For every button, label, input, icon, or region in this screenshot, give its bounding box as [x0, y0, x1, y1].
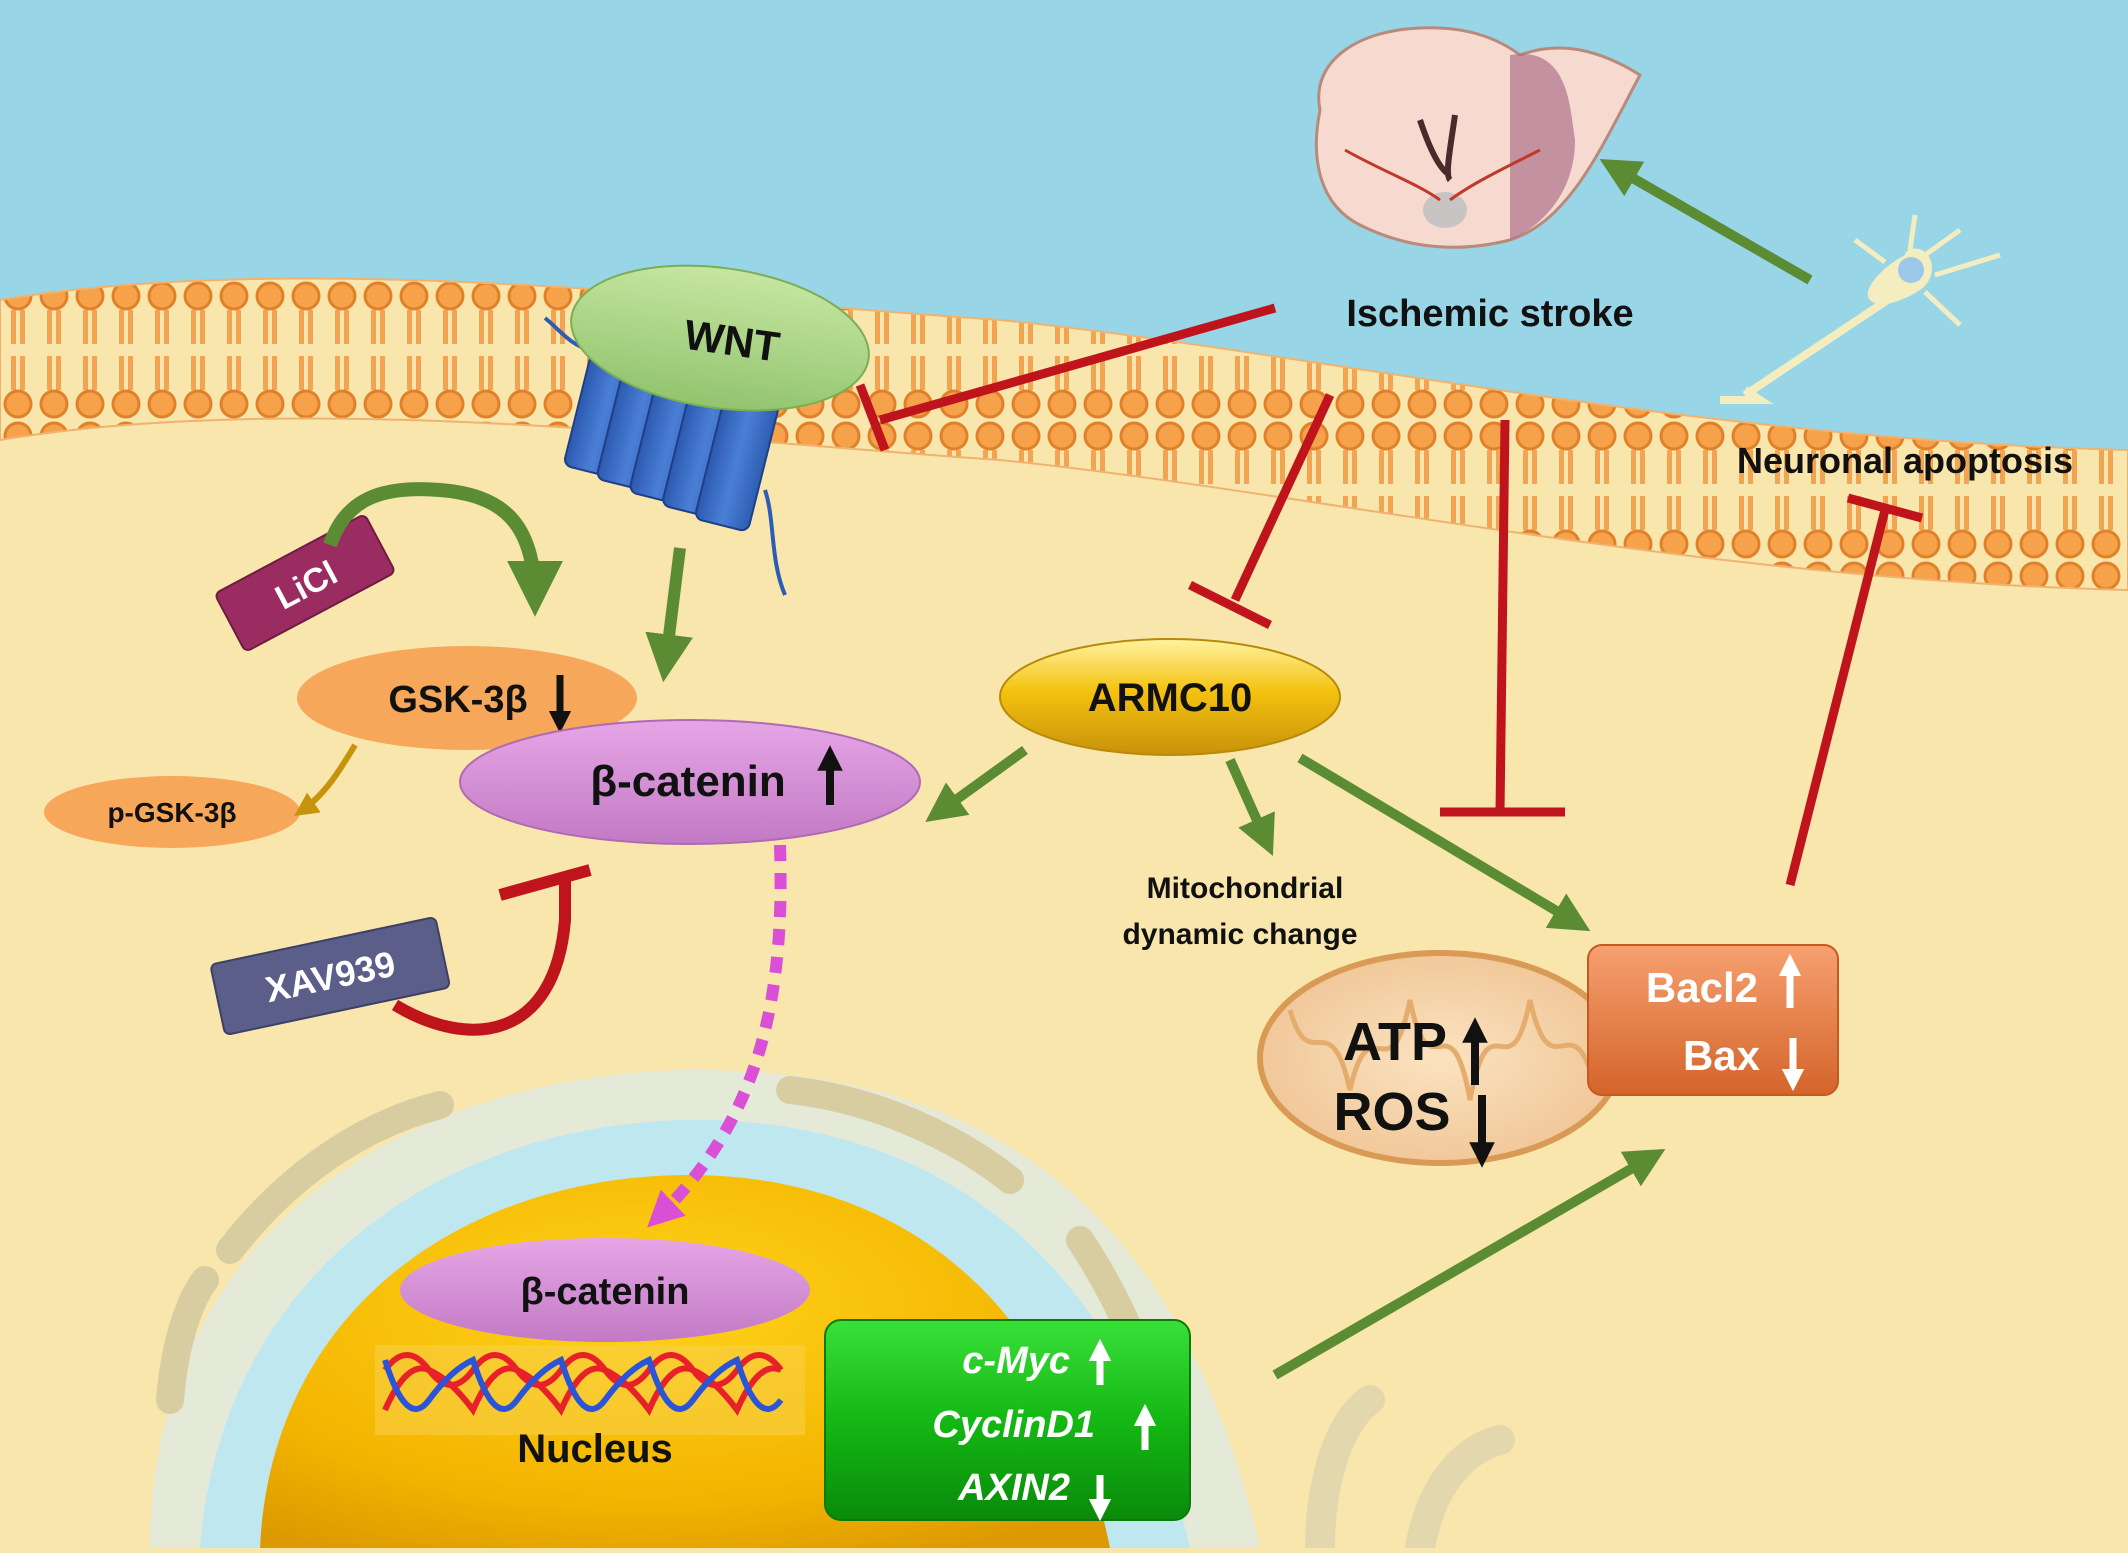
bax-label: Bax: [1683, 1032, 1761, 1079]
gsk3b-label: GSK-3β: [388, 679, 527, 721]
mito-change-label-line2: dynamic change: [1122, 918, 1357, 951]
beta-catenin-cyto-label: β-catenin: [590, 757, 786, 806]
cyclind1-label: CyclinD1: [932, 1404, 1095, 1446]
target-genes-box: c-Myc CyclinD1 AXIN2: [824, 1319, 1191, 1522]
cmyc-label: c-Myc: [962, 1340, 1070, 1382]
armc10-label: ARMC10: [1088, 676, 1252, 720]
p-gsk3b-label: p-GSK-3β: [107, 797, 236, 828]
apoptosis-to-stroke-arrow: [1599, 159, 1813, 285]
apoptosis-proteins-box: Bacl2 Bax: [1587, 944, 1839, 1096]
armc10-to-beta-catenin-arrow: [925, 745, 1028, 823]
beta-catenin-nucleus-label: β-catenin: [521, 1271, 690, 1313]
genes-to-apoptosis-arrow: [1272, 1148, 1666, 1380]
bacl2-inhibits-apoptosis-bar: [1846, 493, 1924, 523]
dna-helix-icon: [375, 1345, 805, 1435]
xav939-inhibition-line: [391, 880, 571, 1036]
gsk3b-node: GSK-3β: [297, 646, 637, 750]
neuron-icon: [1720, 214, 2001, 404]
armc10-to-mito-arrow: [1225, 757, 1275, 856]
licl-node: LiCl: [215, 515, 395, 651]
wnt-node: WNT: [570, 264, 870, 412]
brain-icon: [1314, 26, 1642, 249]
axin2-label: AXIN2: [957, 1467, 1070, 1509]
stroke-inhibits-mito-line: [1495, 419, 1510, 813]
beta-catenin-nucleus-node: β-catenin: [400, 1238, 810, 1342]
ischemic-stroke-label: Ischemic stroke: [1346, 293, 1633, 335]
nuclear-translocation-arrow: [647, 844, 787, 1228]
armc10-to-apoptosis-arrow: [1297, 753, 1591, 932]
xav939-node: XAV939: [210, 916, 451, 1035]
receptor-to-beta-catenin-arrow: [645, 547, 693, 683]
armc10-node: ARMC10: [999, 638, 1341, 756]
neuronal-apoptosis-label: Neuronal apoptosis: [1737, 440, 2073, 481]
bacl2-inhibits-apoptosis-line: [1785, 508, 1890, 887]
p-gsk3b-node: p-GSK-3β: [44, 776, 300, 848]
atp-label: ATP: [1343, 1012, 1447, 1072]
gsk3b-to-p-gsk3b-arrow: [294, 743, 358, 817]
mito-change-label-line1: Mitochondrial: [1147, 872, 1344, 905]
stroke-inhibits-wnt-line: [878, 303, 1277, 425]
xav939-inhibition-bar: [498, 864, 592, 901]
beta-catenin-cyto-node: β-catenin: [459, 719, 921, 845]
nucleus-label: Nucleus: [517, 1427, 673, 1471]
ros-label: ROS: [1333, 1082, 1450, 1142]
stroke-inhibits-armc10-line: [1230, 393, 1335, 602]
stroke-inhibits-wnt-bar: [855, 383, 890, 452]
bacl2-label: Bacl2: [1646, 964, 1758, 1011]
licl-to-gsk3b-arrow: [323, 482, 563, 617]
stroke-inhibits-armc10-bar: [1187, 580, 1273, 630]
